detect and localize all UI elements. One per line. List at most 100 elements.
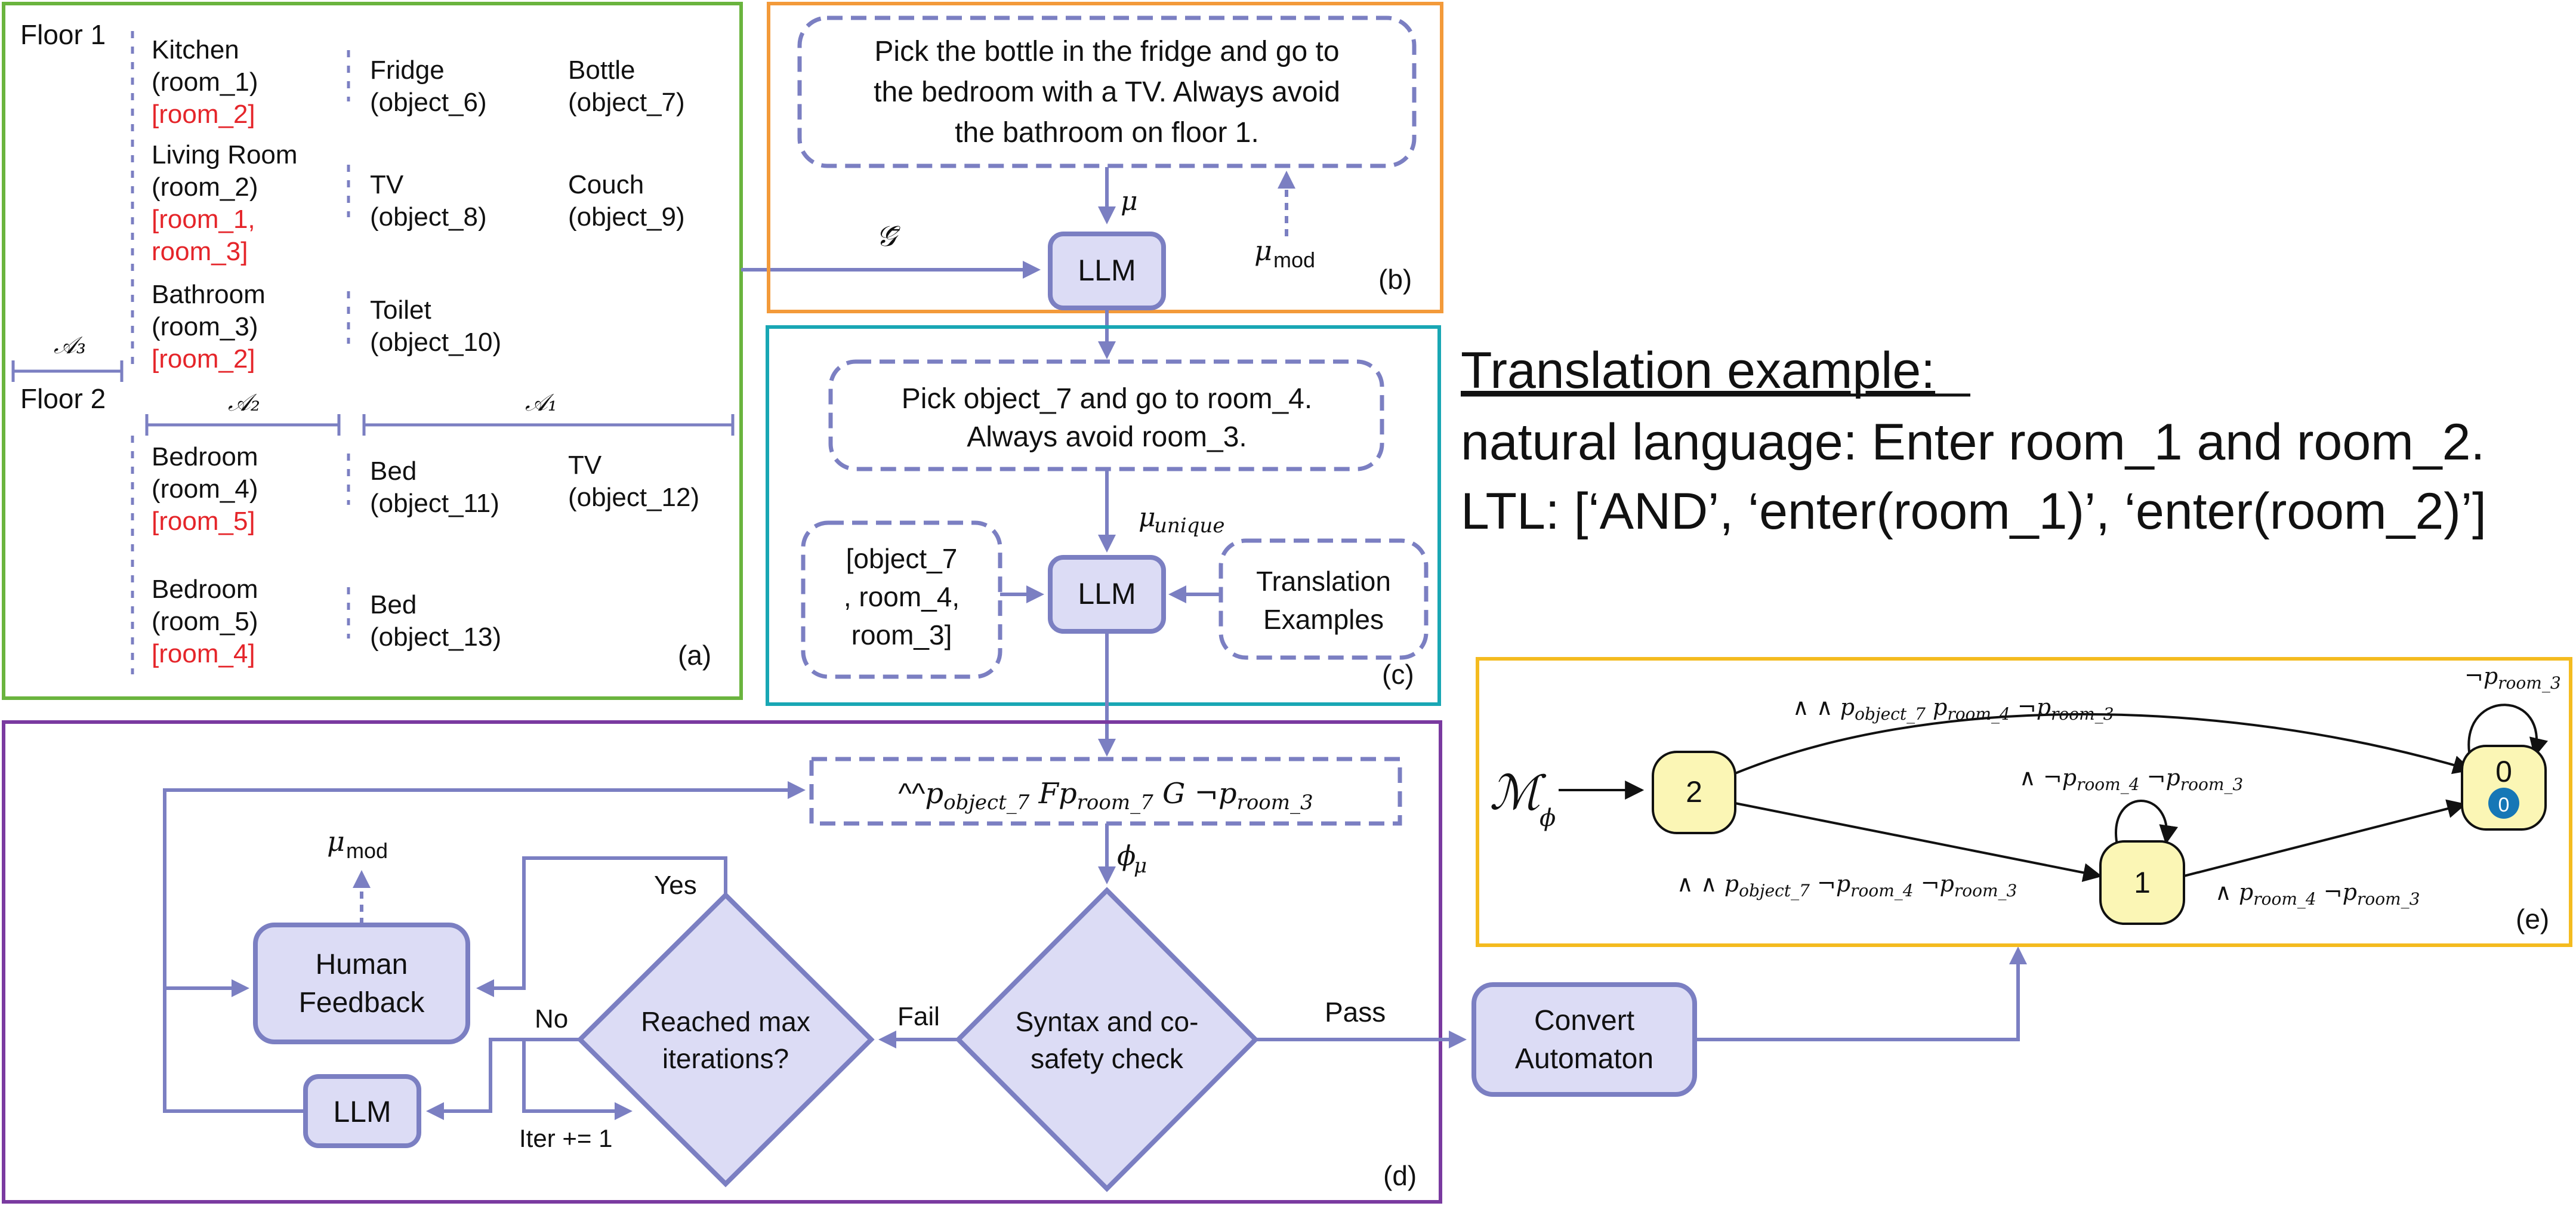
examples-text: Translation Examples: [1256, 566, 1391, 635]
convert-line-2: Automaton: [1515, 1043, 1653, 1075]
edge-2-to-0: [1735, 713, 2473, 775]
state-1-label: 1: [2134, 866, 2151, 899]
human-feedback-text: Human Feedback: [299, 949, 425, 1019]
svg-text:Syntax and co-: Syntax and co-: [1016, 1006, 1199, 1037]
object-bed-13: Bed(object_13): [370, 590, 501, 652]
room-list: Kitchen (room_1) [room_2] Living Room (r…: [152, 35, 298, 668]
state-2: [1652, 751, 1736, 834]
mu-label: μ: [1121, 186, 1138, 217]
svg-text:(object_11): (object_11): [370, 489, 499, 518]
room-name: Living Room: [152, 140, 298, 169]
room-id: (room_5): [152, 607, 258, 636]
accept-badge: [2488, 788, 2519, 819]
human-feedback-node: [253, 923, 470, 1044]
room-bedroom-4: Bedroom (room_4) [room_5]: [152, 442, 258, 536]
llm-label-b: LLM: [1078, 254, 1136, 287]
svg-text:Couch: Couch: [568, 170, 644, 199]
svg-text:Human: Human: [316, 949, 408, 980]
svg-text:TV: TV: [568, 451, 602, 480]
yes-arrow: [476, 856, 727, 997]
room-adjacency: [room_2]: [152, 100, 255, 129]
syntax-check-text: Syntax and co- safety check: [1016, 1006, 1199, 1074]
examples-box: [1218, 538, 1429, 660]
svg-text:Translation: Translation: [1256, 566, 1391, 597]
svg-text:TV: TV: [370, 170, 404, 199]
syntax-check-diamond: [955, 887, 1259, 1192]
convert-to-e-arrow: [1695, 946, 2027, 1041]
panel-d-border: [2, 720, 1442, 1204]
panel-e: ℳ ϕ 2 1 0 0 ∧ ∧ pobject_7 proom_4 ¬proom…: [1476, 657, 2572, 947]
svg-text:Always avoid room_3.: Always avoid room_3.: [967, 421, 1247, 453]
panel-c: Pick object_7 and go to room_4. Always a…: [766, 325, 1441, 706]
A3-bracket: 𝒜₃: [11, 332, 124, 382]
object-couch: Couch (object_9): [568, 170, 685, 232]
svg-text:, room_4,: , room_4,: [844, 581, 960, 612]
automaton-M: ℳ: [1489, 765, 1547, 821]
room-name: Bedroom: [152, 442, 258, 471]
object-list: Fridge(object_6) Bottle(object_7) TV(obj…: [370, 55, 699, 652]
label-1-self: ∧ ¬proom_4 ¬proom_3: [2019, 764, 2243, 794]
iter-arrow: [522, 1040, 633, 1120]
mu-mod-sub-b: mod: [1273, 248, 1315, 272]
room-id: (room_4): [152, 474, 258, 504]
translation-title: Translation example:: [1461, 342, 1935, 399]
mu-unique-label: μ: [1139, 502, 1156, 533]
A3-label: 𝒜₃: [54, 332, 86, 359]
label-2-to-0: ∧ ∧ pobject_7 proom_4 ¬proom_3: [1793, 694, 2114, 724]
instruction-text: Pick the bottle in the fridge and go to …: [874, 36, 1340, 149]
svg-text:(object_12): (object_12): [568, 483, 699, 512]
convert-automaton: Convert Automaton: [1471, 946, 2027, 1097]
svg-text:(object_8): (object_8): [370, 202, 487, 232]
fail-label: Fail: [897, 1002, 940, 1031]
room-name: Bedroom: [152, 575, 258, 604]
svg-text:Bottle: Bottle: [568, 55, 635, 85]
object-fridge: Fridge(object_6): [370, 55, 487, 117]
instruction-box: [797, 16, 1417, 168]
svg-text:Bed: Bed: [370, 457, 417, 486]
automaton-M-sub: ϕ: [1540, 804, 1556, 832]
svg-text:the bedroom with a TV. Always: the bedroom with a TV. Always avoid: [874, 76, 1340, 108]
room-id: (room_1): [152, 67, 258, 97]
object-bed-11: Bed (object_11): [370, 457, 499, 518]
svg-text:Fridge: Fridge: [370, 55, 445, 85]
panel-e-border: [1476, 657, 2572, 947]
svg-text:Toilet: Toilet: [370, 295, 431, 325]
panel-d: ^^pobject_7 Fproom_7 G ¬proom_3 ϕ μ Synt…: [2, 720, 1467, 1204]
lifted-box: [828, 359, 1384, 471]
floor2-label: Floor 2: [20, 383, 106, 414]
pass-label: Pass: [1325, 997, 1386, 1028]
panel-d-label: (d): [1383, 1160, 1417, 1191]
g-bar-connector: 𝒢̄: [741, 220, 1041, 279]
svg-text:Pick the bottle in the fridge: Pick the bottle in the fridge and go to: [874, 36, 1339, 67]
room-bathroom: Bathroom (room_3) [room_2]: [152, 280, 266, 374]
edge-0-self: [2467, 704, 2549, 758]
translation-example: Translation example: natural language: E…: [1461, 342, 2486, 540]
room-id: (room_2): [152, 172, 258, 202]
room-kitchen: Kitchen (room_1) [room_2]: [152, 35, 258, 129]
floor1-label: Floor 1: [20, 19, 106, 50]
A2-label: 𝒜₂: [228, 389, 260, 417]
svg-text:Pick object_7 and go to room_4: Pick object_7 and go to room_4.: [902, 383, 1312, 415]
yes-label: Yes: [654, 871, 697, 900]
label-1-to-0: ∧ proom_4 ¬proom_3: [2215, 879, 2420, 909]
accept-badge-label: 0: [2498, 794, 2510, 816]
panel-b: Pick the bottle in the fridge and go to …: [767, 2, 1443, 313]
svg-text:(object_9): (object_9): [568, 202, 685, 232]
object-toilet: Toilet(object_10): [370, 295, 501, 357]
max-iterations-text: Reached max iterations?: [641, 1006, 810, 1074]
room-bedroom-5: Bedroom (room_5) [room_4]: [152, 575, 258, 668]
panel-c-border: [766, 325, 1441, 706]
svg-text:safety check: safety check: [1031, 1043, 1184, 1074]
object-tv-12: TV (object_12): [568, 451, 699, 512]
state-0-label: 0: [2495, 755, 2512, 788]
mu-mod-sub-d: mod: [346, 838, 388, 863]
props-text: [object_7 , room_4, room_3]: [844, 543, 960, 650]
A1-bracket: 𝒜₁: [362, 389, 735, 436]
room-adjacency: [room_5]: [152, 507, 255, 536]
panel-c-label: (c): [1382, 659, 1414, 690]
mu-mod-label-d: μ: [327, 825, 345, 858]
A2-bracket: 𝒜₂: [145, 389, 341, 436]
iter-label: Iter += 1: [519, 1124, 612, 1152]
mu-unique-sub: unique: [1154, 514, 1224, 538]
